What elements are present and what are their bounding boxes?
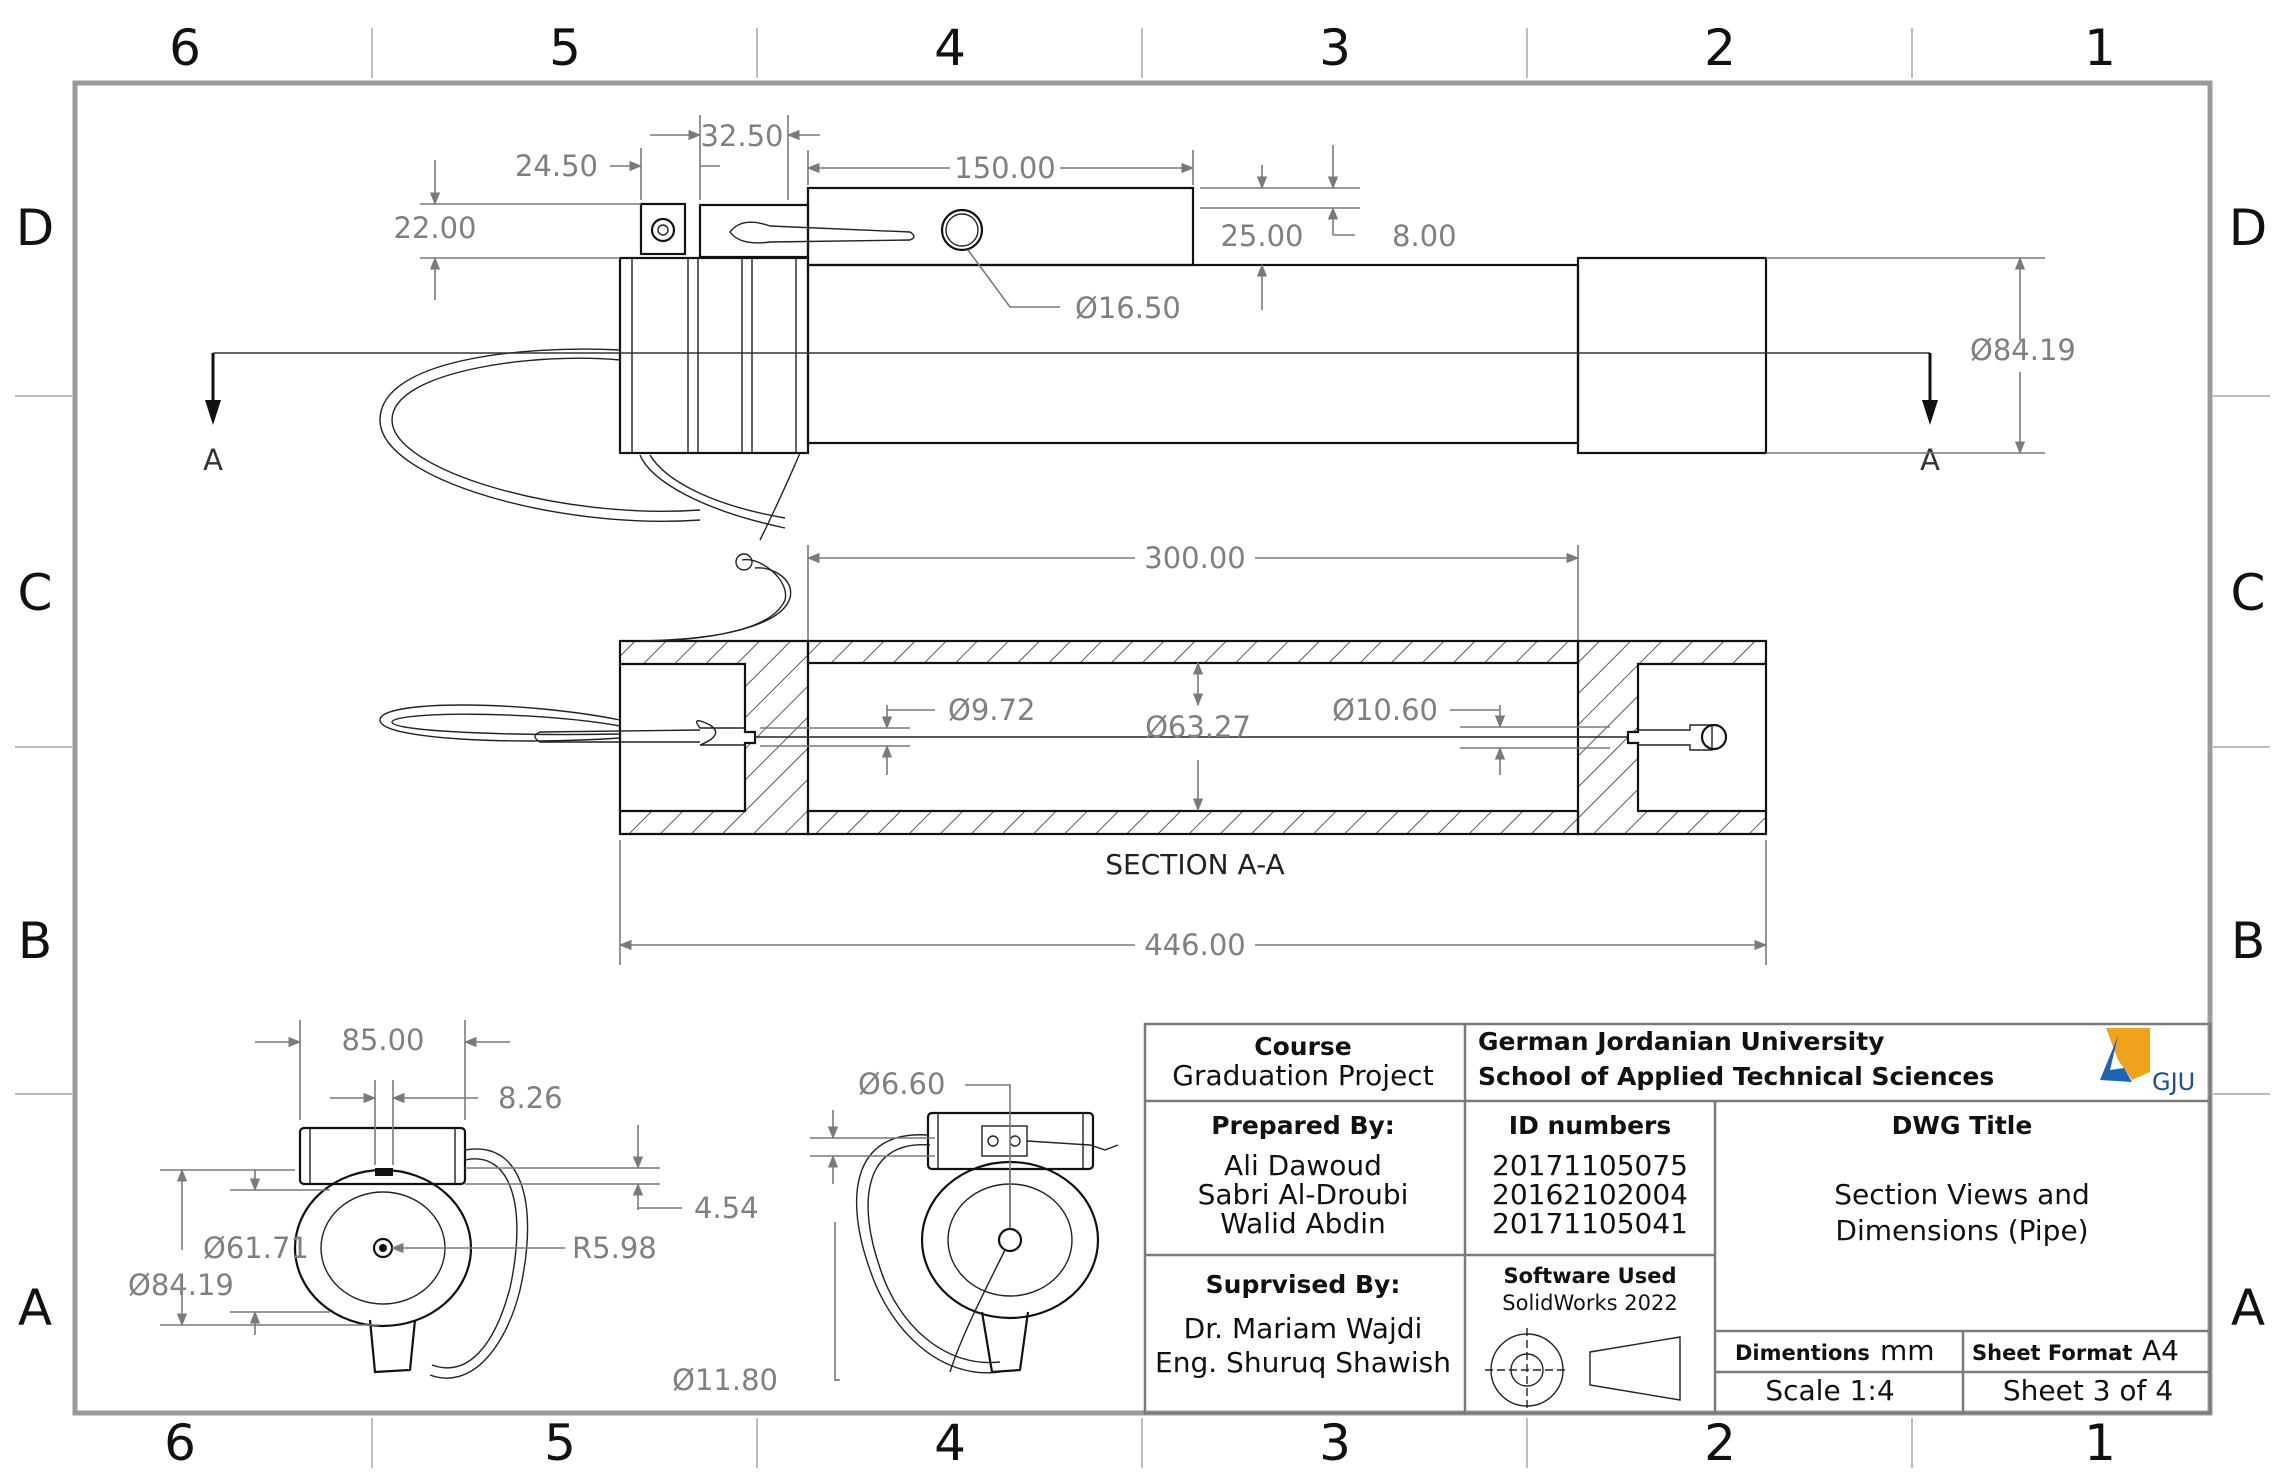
dim-150: 150.00 [954,151,1055,185]
dim-dia-11-80: Ø11.80 [672,1363,778,1397]
dim-22: 22.00 [393,211,476,245]
prepared-name-3: Walid Abdin [1220,1207,1386,1240]
drawing-border [72,80,2213,1416]
dwg-title-label: DWG Title [1892,1111,2033,1140]
dim-dia-9-72: Ø9.72 [948,693,1035,727]
course-label: Course [1254,1032,1352,1061]
sheet-format-value: A4 [2142,1334,2179,1367]
university-name: German Jordanian University [1478,1027,1884,1056]
dim-dia-61-71: Ø61.71 [203,1231,309,1265]
section-view-a-a [379,553,1768,836]
dim-dia-63-27: Ø63.27 [1145,710,1251,744]
zone-col-4-bottom: 4 [934,1414,966,1472]
software-used-label: Software Used [1503,1264,1676,1288]
side-view-left [293,1126,529,1379]
side-view-right [855,1111,1119,1374]
section-marker-right: A [1920,443,1940,477]
prepared-name-1: Ali Dawoud [1224,1149,1382,1182]
dim-85: 85.00 [341,1023,424,1057]
dim-dia-6-60: Ø6.60 [858,1067,945,1101]
sheet-format-label: Sheet Format [1972,1341,2132,1365]
zone-col-1-bottom: 1 [2084,1414,2116,1472]
projection-symbol-icon [1485,1328,1681,1412]
id-numbers-label: ID numbers [1509,1111,1671,1140]
dim-4-54: 4.54 [694,1191,759,1225]
side-view-right-dimension-lines [810,1084,1011,1381]
software-value: SolidWorks 2022 [1502,1291,1677,1315]
sheet-number: Sheet 3 of 4 [2003,1374,2173,1407]
zone-col-5-bottom: 5 [544,1414,576,1472]
zone-ticks [15,28,2270,1468]
dim-8: 8.00 [1392,219,1457,253]
front-view-dimension-lines [420,115,2045,455]
zone-col-2-bottom: 2 [1704,1414,1736,1472]
id-number-2: 20162102004 [1492,1178,1688,1211]
zone-col-3-bottom: 3 [1319,1414,1351,1472]
dim-446: 446.00 [1144,928,1245,962]
zone-row-b-left: B [18,912,52,970]
zone-col-4-top: 4 [934,19,966,77]
svg-text:GJU: GJU [2152,1068,2195,1096]
dim-8-26: 8.26 [498,1081,563,1115]
dim-dia-84-19-side: Ø84.19 [128,1268,234,1302]
dim-dia-10-60: Ø10.60 [1332,693,1438,727]
zone-row-a-left: A [18,1279,52,1337]
dim-300: 300.00 [1144,541,1245,575]
prepared-name-2: Sabri Al-Droubi [1198,1178,1409,1211]
zone-row-c-right: C [2231,564,2266,622]
zone-col-5-top: 5 [549,19,581,77]
school-name: School of Applied Technical Sciences [1478,1062,1994,1091]
dim-r-5-98: R5.98 [572,1231,657,1265]
dim-24-50: 24.50 [515,149,598,183]
zone-row-d-left: D [16,199,55,257]
zone-row-c-left: C [18,564,53,622]
dim-25: 25.00 [1220,219,1303,253]
section-marker-left: A [203,443,223,477]
section-dimension-lines [618,545,1768,965]
zone-col-3-top: 3 [1319,19,1351,77]
course-value: Graduation Project [1172,1059,1433,1092]
zone-row-d-right: D [2229,199,2268,257]
dim-dia-16-50: Ø16.50 [1075,291,1181,325]
zone-col-6-bottom: 6 [164,1414,196,1472]
section-title: SECTION A-A [1105,848,1284,881]
dwg-title-line-2: Dimensions (Pipe) [1835,1214,2088,1247]
dim-dia-84-19-top: Ø84.19 [1970,333,2076,367]
supervisor-2: Eng. Shuruq Shawish [1155,1346,1451,1379]
zone-col-6-top: 6 [169,19,201,77]
gju-logo: GJU [2100,1028,2195,1096]
zone-col-2-top: 2 [1704,19,1736,77]
front-view [205,186,1938,541]
title-block-frame [1143,1022,2212,1415]
side-view-left-dimension-lines [160,1020,682,1335]
dim-32-50: 32.50 [700,119,783,153]
prepared-by-label: Prepared By: [1211,1111,1395,1140]
dimensions-unit: mm [1880,1334,1935,1367]
dwg-title-line-1: Section Views and [1834,1178,2090,1211]
zone-row-a-right: A [2231,1279,2265,1337]
id-number-1: 20171105075 [1492,1149,1688,1182]
zone-row-b-right: B [2231,912,2265,970]
dimensions-label: Dimentions [1735,1341,1870,1365]
supervisor-1: Dr. Mariam Wajdi [1184,1312,1423,1345]
supervised-by-label: Suprvised By: [1206,1270,1401,1299]
zone-col-1-top: 1 [2084,19,2116,77]
id-number-3: 20171105041 [1492,1207,1688,1240]
scale-text: Scale 1:4 [1765,1374,1894,1407]
